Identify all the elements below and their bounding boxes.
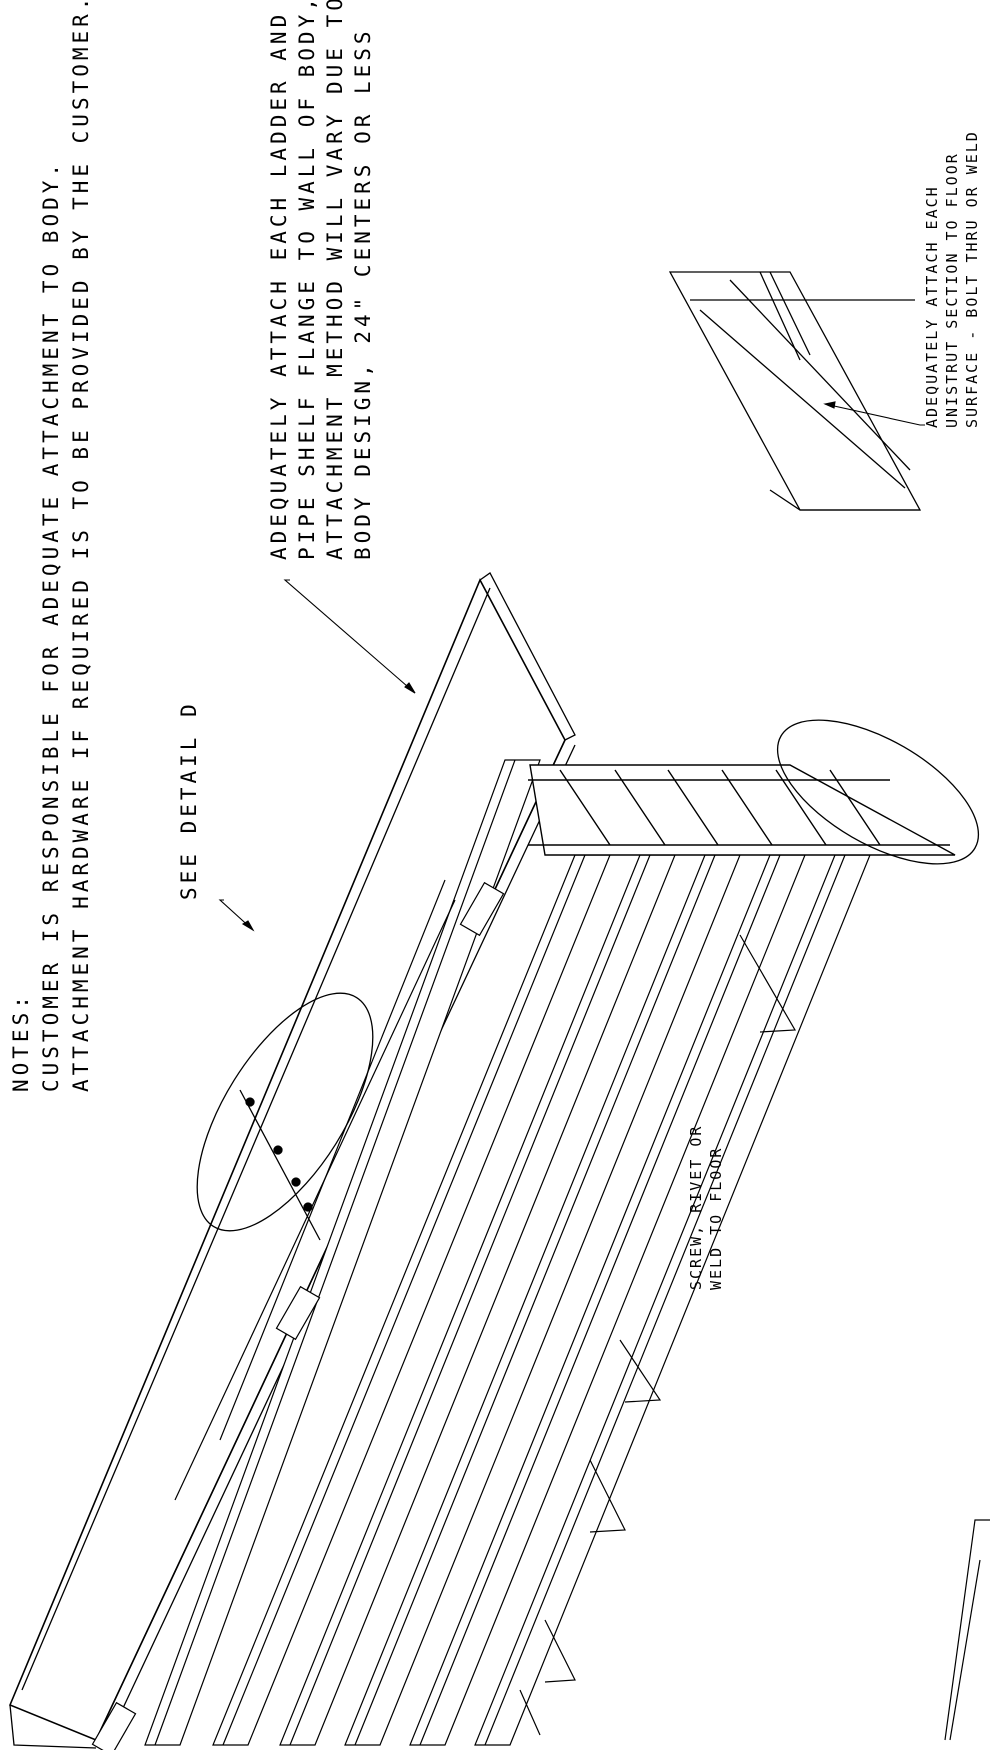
unistrut-callout-line-2: UNISTRUT SECTION TO FLOOR xyxy=(943,152,961,428)
ladder-shelf-callout-line-4: BODY DESIGN, 24" CENTERS OR LESS xyxy=(351,27,375,560)
screw-callout-line-2: WELD TO FLOOR xyxy=(707,1146,725,1290)
notes-heading: NOTES: xyxy=(9,992,33,1092)
detail-d-ellipse xyxy=(163,966,408,1259)
ladder-shelf-callout-line-1: ADEQUATELY ATTACH EACH LADDER AND xyxy=(267,10,291,560)
notes-line-1: CUSTOMER IS RESPONSIBLE FOR ADEQUATE ATT… xyxy=(39,159,63,1092)
ladder-foot-ellipse xyxy=(755,691,992,893)
shelf-rails xyxy=(145,760,870,1745)
ladder-frame xyxy=(528,765,955,855)
lower-partial-view xyxy=(945,1520,990,1740)
unistrut-detail xyxy=(670,272,920,510)
unistrut-callout-line-3: SURFACE - BOLT THRU OR WELD xyxy=(963,130,981,428)
see-detail-callout: SEE DETAIL D xyxy=(177,700,201,900)
unistrut-callout-line-1: ADEQUATELY ATTACH EACH xyxy=(923,185,941,428)
ladder-shelf-callout-line-2: PIPE SHELF FLANGE TO WALL OF BODY, xyxy=(295,0,319,560)
base-frames xyxy=(520,935,795,1735)
screw-callout-line-1: SCREW, RIVET OR xyxy=(687,1124,705,1290)
notes-line-2: ATTACHMENT HARDWARE IF REQUIRED IS TO BE… xyxy=(69,0,93,1092)
leaders xyxy=(220,402,925,930)
mounting-brackets xyxy=(92,883,503,1750)
ladder-shelf-callout-line-3: ATTACHMENT METHOD WILL VARY DUE TO xyxy=(323,0,347,560)
